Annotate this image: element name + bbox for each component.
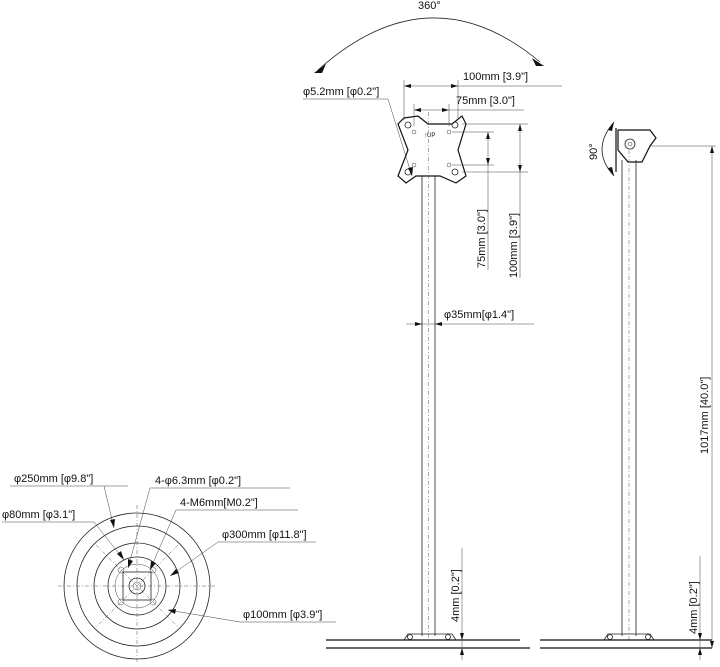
pole-dim-arrow-r — [435, 322, 442, 326]
vdim-75-label: 75mm [3.0"] — [476, 209, 488, 268]
vdim-100-label: 100mm [3.9"] — [508, 213, 520, 278]
dim-100-arrow-l — [404, 84, 411, 88]
dim-100-arrow-r — [451, 84, 458, 88]
vesa-hole-tl2 — [411, 129, 417, 135]
base-foot-plate — [403, 633, 457, 641]
leader-80-arrow — [117, 551, 124, 560]
vesa-hole-tl — [404, 121, 412, 129]
height-label: 1017mm [40.0"] — [699, 377, 711, 454]
front-4mm-arrow-b — [460, 648, 464, 655]
tilt-arc — [601, 121, 615, 177]
vesa-hole-bl2 — [411, 162, 417, 168]
leader-100-d — [167, 609, 241, 623]
hole-leader-diag — [387, 98, 413, 177]
vesa-hole-br2 — [446, 162, 452, 168]
up-mark: ↑UP — [424, 133, 435, 139]
pole-dim-label: φ35mm[φ1.4"] — [444, 309, 514, 321]
tilt-bracket — [617, 129, 657, 163]
leader-250-arrow — [110, 519, 115, 528]
base-hole-3 — [117, 598, 125, 606]
leader-63-arrow — [128, 559, 133, 568]
side-base-bolt-r — [645, 634, 651, 640]
hole-label: φ5.2mm [φ0.2"] — [303, 86, 379, 98]
front-4mm-arrow-t — [460, 633, 464, 640]
base-center-diag2 — [95, 544, 179, 628]
rotation-label: 360° — [418, 0, 441, 12]
pole-dim-arrow-l — [415, 322, 422, 326]
leader-m6-arrow — [150, 561, 156, 570]
vesa-plate — [397, 115, 467, 184]
rotation-arrow-right — [532, 58, 544, 66]
dim-100-label: 100mm [3.9"] — [463, 71, 528, 83]
hole-leader-arrow — [408, 167, 413, 176]
dim-75-label: 75mm [3.0"] — [456, 95, 515, 107]
leader-100-arrow — [168, 609, 176, 614]
side-base-foot — [603, 633, 655, 641]
leader-m6-d — [149, 509, 177, 571]
base-pole-circle — [128, 577, 146, 595]
base-pole-inner — [132, 581, 142, 591]
leader-63-d — [127, 487, 151, 569]
base-bolt-left — [407, 634, 413, 640]
vesa-hole-br — [451, 168, 459, 176]
dim-75-arrow-l — [414, 108, 421, 112]
tilt-pivot-inner — [627, 141, 633, 147]
base-hole-4 — [149, 598, 157, 606]
vesa-hole-tr — [451, 121, 459, 129]
height-arrow-t — [710, 146, 714, 153]
vdim-100-arrow-t — [518, 124, 522, 131]
label-m6: 4-M6mm[M0.2"] — [180, 497, 258, 509]
label-63: 4-φ6.3mm [φ0.2"] — [155, 475, 241, 487]
vdim-75-arrow-t — [486, 132, 490, 139]
rotation-arc — [317, 17, 541, 71]
tilt-pivot — [624, 138, 636, 150]
side-view: 90° 1017mm [40.0"] 4mm [0.2"] — [540, 121, 716, 660]
dim-75-arrow-r — [442, 108, 449, 112]
base-bolt-right — [445, 634, 451, 640]
label-80: φ80mm [φ3.1"] — [2, 509, 75, 521]
tilt-arrow-b — [608, 167, 614, 176]
tilt-label: 90° — [588, 143, 600, 160]
side-4mm-arrow-b — [698, 648, 702, 655]
label-300: φ300mm [φ11.8"] — [222, 529, 307, 541]
base-hole-1 — [117, 566, 125, 574]
base-center-plate — [122, 571, 152, 601]
vesa-hole-tr2 — [446, 129, 452, 135]
side-4mm-label: 4mm [0.2"] — [688, 581, 700, 634]
rotation-arrow-left — [314, 64, 326, 73]
leader-300-d — [169, 541, 219, 577]
tilt-arrow-t — [608, 122, 614, 131]
vdim-100-arrow-b — [518, 165, 522, 172]
height-arrow-b — [710, 641, 714, 648]
side-base-bolt-l — [607, 634, 613, 640]
leader-300-arrow — [170, 569, 179, 576]
front-4mm-label: 4mm [0.2"] — [450, 569, 462, 622]
front-view: 360° ↑UP 100mm [3.9"] 7 — [303, 0, 562, 660]
base-top-view: φ250mm [φ9.8"] 4-φ6.3mm [φ0.2"] 4-M6mm[M… — [2, 473, 336, 664]
vdim-75-arrow-b — [486, 158, 490, 165]
side-4mm-arrow-t — [698, 633, 702, 640]
label-250: φ250mm [φ9.8"] — [14, 473, 93, 485]
label-100: φ100mm [φ3.9"] — [243, 609, 322, 621]
